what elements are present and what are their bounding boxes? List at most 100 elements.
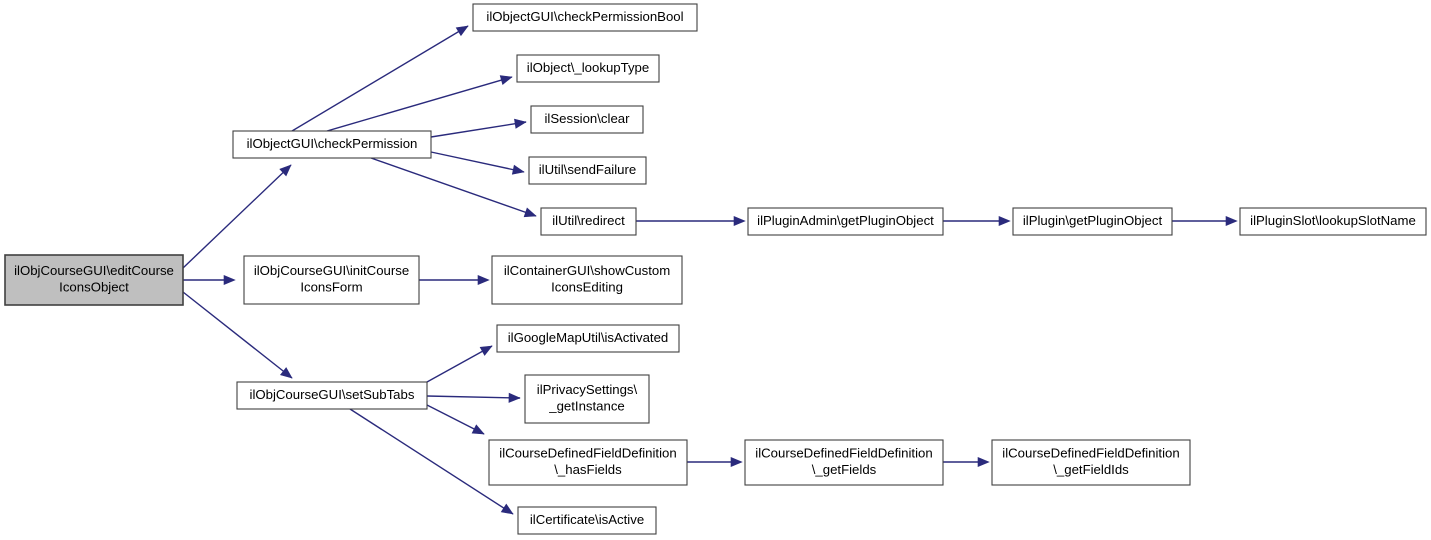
- node-label-line: ilPluginAdmin\getPluginObject: [757, 213, 934, 228]
- node-label-line: ilCourseDefinedFieldDefinition: [755, 446, 932, 461]
- edge-line: [349, 408, 514, 515]
- node-label-line: ilUtil\redirect: [552, 213, 625, 228]
- node-box[interactable]: [524, 374, 650, 424]
- call-edge-setSubTabs-to-hasFields: [426, 404, 485, 435]
- node-setSubTabs[interactable]: ilObjCourseGUI\setSubTabs: [236, 381, 428, 410]
- call-edge-redirect-to-getPluginObjectAdmin: [636, 215, 746, 227]
- node-privacyGetInstance[interactable]: ilPrivacySettings\_getInstance: [524, 374, 650, 424]
- call-edge-editCourseIconsObject-to-setSubTabs: [182, 291, 293, 379]
- node-redirect[interactable]: ilUtil\redirect: [540, 207, 637, 236]
- node-box[interactable]: [1012, 207, 1173, 236]
- call-edge-editCourseIconsObject-to-checkPermission: [182, 164, 292, 269]
- node-label-line: IconsEditing: [551, 280, 623, 295]
- call-edge-getFields-to-getFieldIds: [943, 456, 990, 468]
- node-label-line: ilObjCourseGUI\initCourse: [254, 263, 409, 278]
- node-box[interactable]: [991, 439, 1191, 486]
- node-label-line: \_getFieldIds: [1053, 462, 1129, 477]
- node-label-line: IconsForm: [300, 280, 362, 295]
- arrow-head-icon: [523, 207, 537, 218]
- node-label-line: ilGoogleMapUtil\isActivated: [508, 330, 669, 345]
- node-lookupType[interactable]: ilObject\_lookupType: [516, 54, 660, 83]
- arrow-head-icon: [471, 424, 485, 435]
- arrow-head-icon: [998, 215, 1011, 227]
- node-label-line: IconsObject: [59, 280, 129, 295]
- node-getFieldIds[interactable]: ilCourseDefinedFieldDefinition\_getField…: [991, 439, 1191, 486]
- node-label-line: ilPluginSlot\lookupSlotName: [1250, 213, 1416, 228]
- node-label-line: ilSession\clear: [544, 111, 630, 126]
- node-label-line: ilObjectGUI\checkPermission: [247, 136, 418, 151]
- call-edge-checkPermission-to-sendFailure: [430, 151, 525, 175]
- node-sessionClear[interactable]: ilSession\clear: [530, 105, 644, 134]
- edge-line: [430, 121, 527, 138]
- arrow-head-icon: [479, 345, 493, 356]
- arrow-head-icon: [455, 25, 469, 37]
- node-box[interactable]: [232, 130, 432, 159]
- node-box[interactable]: [516, 54, 660, 83]
- node-box[interactable]: [496, 324, 680, 353]
- node-box[interactable]: [472, 3, 698, 32]
- edge-line: [182, 291, 293, 379]
- node-label-line: ilCourseDefinedFieldDefinition: [499, 446, 676, 461]
- edge-line: [426, 395, 521, 399]
- call-edge-setSubTabs-to-certificateIsActive: [349, 408, 514, 515]
- edge-line: [326, 76, 513, 132]
- node-label-line: ilPlugin\getPluginObject: [1023, 213, 1163, 228]
- node-isActivated[interactable]: ilGoogleMapUtil\isActivated: [496, 324, 680, 353]
- node-box[interactable]: [1239, 207, 1427, 236]
- node-box[interactable]: [236, 381, 428, 410]
- arrow-head-icon: [477, 274, 490, 286]
- node-box[interactable]: [744, 439, 944, 486]
- arrow-head-icon: [223, 274, 236, 286]
- call-edge-setSubTabs-to-privacyGetInstance: [426, 392, 521, 403]
- arrow-head-icon: [279, 367, 293, 379]
- node-checkPermissionBool[interactable]: ilObjectGUI\checkPermissionBool: [472, 3, 698, 32]
- node-box[interactable]: [528, 156, 647, 185]
- node-label-line: ilCourseDefinedFieldDefinition: [1002, 446, 1179, 461]
- edge-line: [291, 25, 469, 132]
- node-box[interactable]: [491, 255, 683, 305]
- node-box[interactable]: [540, 207, 637, 236]
- node-box[interactable]: [747, 207, 944, 236]
- arrow-head-icon: [511, 164, 525, 175]
- node-box[interactable]: [517, 506, 657, 535]
- arrow-head-icon: [500, 503, 514, 515]
- edge-line: [182, 164, 292, 269]
- call-edge-editCourseIconsObject-to-initCourseIconsForm: [183, 274, 236, 286]
- node-checkPermission[interactable]: ilObjectGUI\checkPermission: [232, 130, 432, 159]
- node-getFields[interactable]: ilCourseDefinedFieldDefinition\_getField…: [744, 439, 944, 486]
- node-label-line: \_getFields: [812, 462, 877, 477]
- node-hasFields[interactable]: ilCourseDefinedFieldDefinition\_hasField…: [488, 439, 688, 486]
- arrow-head-icon: [977, 456, 990, 468]
- arrow-head-icon: [499, 75, 513, 85]
- arrow-head-icon: [508, 392, 521, 403]
- node-certificateIsActive[interactable]: ilCertificate\isActive: [517, 506, 657, 535]
- node-lookupSlotName[interactable]: ilPluginSlot\lookupSlotName: [1239, 207, 1427, 236]
- node-label-line: ilObject\_lookupType: [527, 60, 649, 75]
- arrow-head-icon: [730, 456, 743, 468]
- arrow-head-icon: [279, 164, 292, 177]
- node-getPluginObjectAdmin[interactable]: ilPluginAdmin\getPluginObject: [747, 207, 944, 236]
- node-label-line: ilUtil\sendFailure: [539, 162, 636, 177]
- node-label-line: \_hasFields: [554, 462, 622, 477]
- node-label-line: _getInstance: [548, 399, 625, 414]
- node-sendFailure[interactable]: ilUtil\sendFailure: [528, 156, 647, 185]
- call-edge-getPluginObject-to-lookupSlotName: [1172, 215, 1238, 227]
- node-box[interactable]: [488, 439, 688, 486]
- node-box[interactable]: [4, 254, 184, 306]
- node-getPluginObject[interactable]: ilPlugin\getPluginObject: [1012, 207, 1173, 236]
- node-box[interactable]: [530, 105, 644, 134]
- node-label-line: ilObjCourseGUI\setSubTabs: [250, 387, 415, 402]
- call-edge-getPluginObjectAdmin-to-getPluginObject: [943, 215, 1011, 227]
- node-label-line: ilContainerGUI\showCustom: [504, 263, 670, 278]
- node-label-line: ilCertificate\isActive: [530, 512, 644, 527]
- edge-line: [430, 151, 525, 173]
- call-edge-checkPermission-to-redirect: [370, 157, 537, 218]
- arrow-head-icon: [733, 215, 746, 227]
- arrow-head-icon: [1225, 215, 1238, 227]
- node-box[interactable]: [243, 255, 420, 305]
